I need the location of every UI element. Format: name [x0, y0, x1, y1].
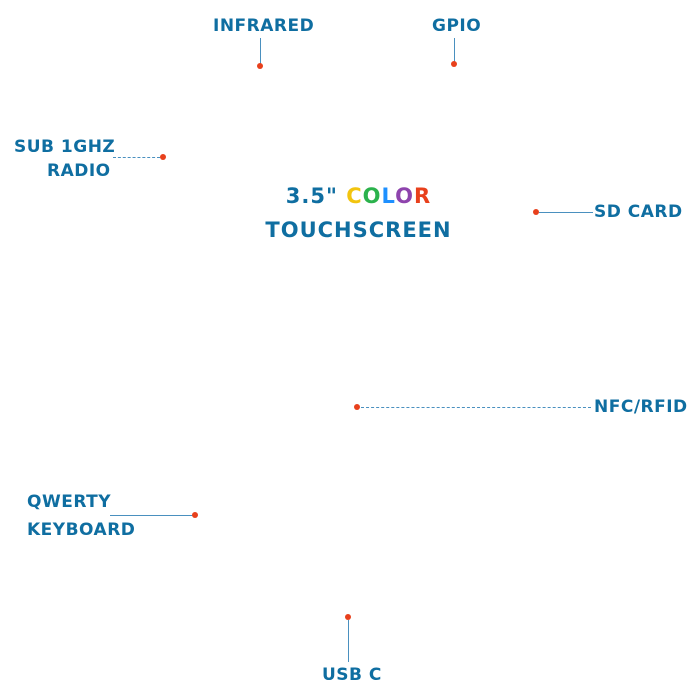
leader-gpio: [454, 38, 455, 64]
leader-nfc: [361, 407, 591, 408]
color-word-letter: R: [414, 184, 432, 208]
marker-sub1ghz: [160, 154, 166, 160]
color-word-letter: C: [346, 184, 363, 208]
label-sdcard: SD CARD: [594, 202, 683, 222]
marker-gpio: [451, 61, 457, 67]
label-usbc: USB C: [322, 665, 382, 685]
touchscreen-title: 3.5" COLOR TOUCHSCREEN: [200, 186, 517, 241]
label-infrared: INFRARED: [213, 16, 315, 36]
leader-infrared: [260, 38, 261, 66]
color-word-letter: O: [395, 184, 415, 208]
title-size: 3.5": [285, 184, 347, 208]
label-qwerty-line1: QWERTY: [27, 492, 112, 512]
leader-qwerty: [110, 515, 193, 516]
marker-nfc: [354, 404, 360, 410]
label-qwerty-line2: KEYBOARD: [27, 520, 136, 540]
leader-usbc: [348, 620, 349, 662]
marker-sdcard: [533, 209, 539, 215]
title-touchscreen: TOUCHSCREEN: [265, 218, 452, 242]
marker-infrared: [257, 63, 263, 69]
color-word-letter: L: [381, 184, 396, 208]
label-gpio: GPIO: [432, 16, 482, 36]
label-sub1ghz-line2: RADIO: [47, 161, 111, 181]
label-nfc: NFC/RFID: [594, 397, 688, 417]
leader-sub1ghz: [113, 157, 160, 158]
color-word-letter: O: [362, 184, 382, 208]
marker-usbc: [345, 614, 351, 620]
marker-qwerty: [192, 512, 198, 518]
title-color-word: COLOR: [346, 184, 431, 208]
leader-sdcard: [539, 212, 593, 213]
label-sub1ghz-line1: SUB 1GHZ: [14, 137, 116, 157]
